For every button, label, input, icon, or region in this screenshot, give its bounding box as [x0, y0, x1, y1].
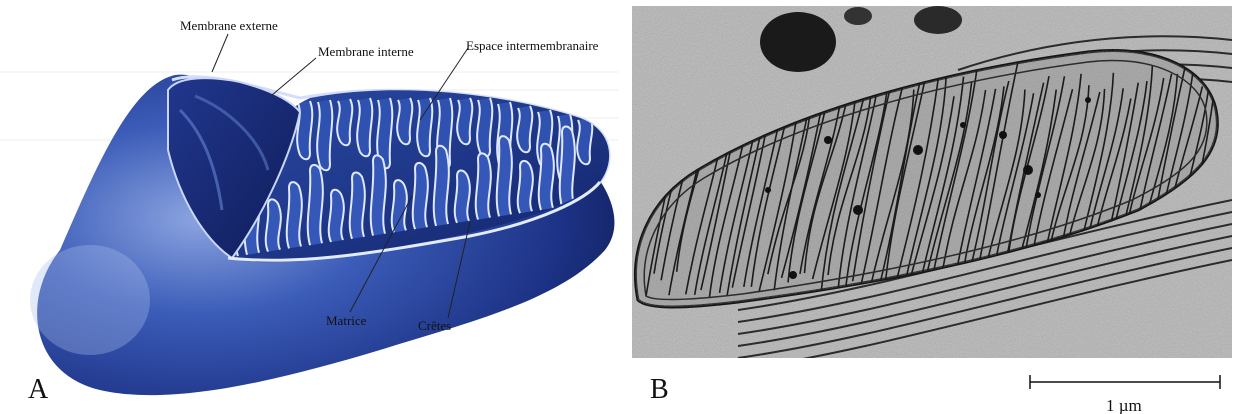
crista-fold — [577, 118, 592, 164]
matrix-granule — [824, 136, 832, 144]
crista-fold — [457, 98, 472, 144]
matrix-granule — [853, 205, 863, 215]
crista-fold — [518, 161, 533, 213]
panel-letter-a: A — [28, 374, 48, 406]
crista-fold — [517, 106, 532, 152]
label-inner-membrane: Membrane interne — [318, 44, 414, 59]
panel-b-micrograph: 1 µm B — [618, 0, 1236, 414]
crista-fold — [297, 101, 312, 159]
crista-fold — [350, 173, 365, 239]
crista-fold — [477, 98, 492, 156]
crista-fold — [455, 171, 470, 223]
scale-bar: 1 µm — [1030, 375, 1220, 414]
matrix-granule — [765, 187, 771, 193]
label-cristae: Crêtes — [418, 318, 451, 333]
crista-fold — [397, 98, 412, 144]
crista-fold — [392, 180, 407, 232]
scale-bar-label: 1 µm — [1106, 396, 1142, 414]
matrix-granule — [913, 145, 923, 155]
panel-a-illustration: Membrane externe Membrane interne Espace… — [0, 0, 618, 414]
panel-letter-b: B — [650, 374, 669, 406]
dense-granule — [760, 12, 836, 72]
crista-fold — [329, 190, 344, 242]
crista-fold — [434, 146, 449, 226]
matrix-granule — [1023, 165, 1033, 175]
matrix-granule — [960, 122, 966, 128]
mitochondrion-illustration: Membrane externe Membrane interne Espace… — [0, 0, 618, 414]
crista-fold — [539, 144, 554, 210]
crista-fold — [476, 153, 491, 219]
electron-micrograph: 1 µm — [618, 0, 1236, 414]
matrix-granule — [999, 131, 1007, 139]
crista-fold — [337, 99, 352, 145]
crista-fold — [413, 163, 428, 229]
matrix-granule — [789, 271, 797, 279]
matrix-granule — [1035, 192, 1041, 198]
crista-fold — [266, 199, 281, 251]
label-outer-membrane: Membrane externe — [180, 18, 278, 33]
crista-fold — [497, 136, 512, 216]
crista-fold — [560, 127, 575, 207]
crista-fold — [317, 100, 332, 170]
crista-fold — [287, 182, 302, 248]
label-matrix: Matrice — [326, 313, 367, 328]
crista-fold — [357, 98, 372, 156]
label-intermembrane-space: Espace intermembranaire — [466, 38, 599, 53]
crista-fold — [308, 165, 323, 245]
matrix-granule — [1085, 97, 1091, 103]
crista-fold — [417, 98, 432, 156]
crista-fold — [371, 155, 386, 235]
